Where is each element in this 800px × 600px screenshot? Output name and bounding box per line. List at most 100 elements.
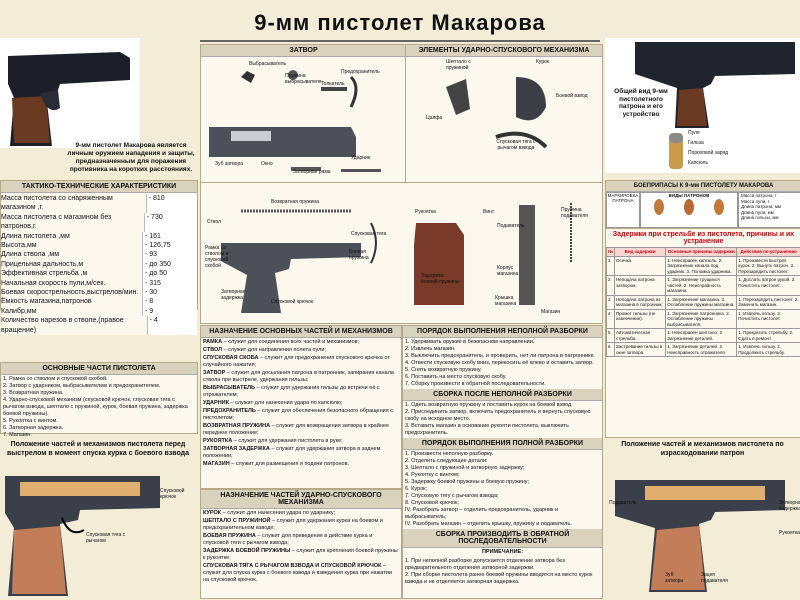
- label-follower: Подаватель: [497, 223, 525, 229]
- ammo-bullets-graphic: [654, 199, 724, 215]
- label-safety: Предохранитель: [341, 69, 380, 75]
- label-magazine: Магазин: [541, 309, 561, 315]
- label-cock: Боевой взвод: [556, 93, 588, 99]
- position-right-header: Положение частей и механизмов пистолета …: [621, 441, 784, 457]
- delay-cause: 1. Загрязнение трущихся частей. 2. Неисп…: [665, 275, 738, 296]
- label-powder: Пороховой заряд: [688, 150, 729, 156]
- assembly-step: 1. Одеть возвратную пружину и поставить …: [405, 402, 573, 408]
- specs-header: ТАКТИКО-ТЕХНИЧЕСКИЕ ХАРАКТЕРИСТИКИ: [1, 181, 197, 193]
- purpose-usm-item-term: ШЕПТАЛО С ПРУЖИНОЙ: [203, 518, 271, 524]
- purpose-main-item-term: ВЫБРАСЫВАТЕЛЬ: [203, 385, 255, 391]
- assembly-order-item: 1. При неполной разборке допускается отд…: [405, 558, 565, 571]
- label-primer: Капсюль: [688, 160, 709, 166]
- purpose-main-panel: НАЗНАЧЕНИЕ ОСНОВНЫХ ЧАСТЕЙ И МЕХАНИЗМОВ …: [200, 325, 402, 489]
- ammo-table-header: БОЕПРИПАСЫ К 9-мм ПИСТОЛЕТУ МАКАРОВА: [606, 181, 800, 192]
- partial-disassembly-header: ПОРЯДОК ВЫПОЛНЕНИЯ НЕПОЛНОЙ РАЗБОРКИ: [403, 326, 602, 338]
- main-parts-list: 1. Рамка со стволом и спусковой скобой.2…: [1, 375, 197, 440]
- pistol-left-image: [0, 38, 140, 148]
- main-part-item: 7. Магазин.: [3, 432, 32, 438]
- full-disassembly-list: 1. Произвести неполную разборку.2. Отдел…: [403, 450, 602, 529]
- delay-num: 2: [605, 275, 616, 296]
- delay-fix: 1. Произвести выстрел курок. 2. Вынуть п…: [736, 255, 800, 276]
- disassembly-step: 1. Удерживать оружие в безопасном направ…: [405, 339, 535, 345]
- spec-row: Калибр,мм- 9: [1, 306, 197, 317]
- partial-disassembly-list: 1. Удерживать оружие в безопасном направ…: [403, 338, 602, 389]
- purpose-main-item-term: ВОЗВРАТНАЯ ПРУЖИНА: [203, 423, 271, 429]
- full-disassembly-step: 6. Курок;: [405, 486, 428, 492]
- purpose-main-item-term: РУКОЯТКА: [203, 438, 233, 444]
- purpose-main-item-term: ЗАТВОР: [203, 370, 226, 376]
- purpose-main-item-text: – служит для удержания пистолета в руке;: [232, 438, 343, 444]
- delay-kind: Промет гильзы (не извлечение).: [614, 308, 667, 329]
- delays-panel: Задержки при стрельбе из пистолета, прич…: [605, 228, 800, 438]
- purpose-usm-item-text: – служат для спуска курка с боевого взво…: [203, 563, 392, 583]
- main-part-item: 6. Затворная задержка.: [3, 425, 64, 431]
- full-disassembly-header: ПОРЯДОК ВЫПОЛНЕНИЯ ПОЛНОЙ РАЗБОРКИ: [403, 438, 602, 450]
- specs-panel: ТАКТИКО-ТЕХНИЧЕСКИЕ ХАРАКТЕРИСТИКИ Масса…: [0, 180, 198, 336]
- purpose-main-list: РАМКА – служит для соединения всех часте…: [201, 338, 401, 470]
- delay-num: 6: [605, 342, 616, 357]
- spec-value: - 4: [146, 316, 197, 336]
- label-trigger-bar-lever: Спусковая тяга с рычагом взвода: [496, 139, 536, 151]
- purpose-usm-list: КУРОК – служит для нанесения удара по уд…: [201, 509, 401, 586]
- spec-value: - 161: [142, 231, 197, 242]
- disassembly-step: 5. Снять возвратную пружину.: [405, 367, 482, 373]
- label-trigger-part: Спусковой крючок: [271, 299, 314, 305]
- label-trigger-rod: Спусковая тяга: [351, 231, 387, 237]
- label-slide-stop: Затворная задержка: [221, 289, 246, 301]
- purpose-main-item-text: – служит для удержания гильзы до встречи…: [203, 385, 380, 398]
- ammo-types: ВИДЫ ПАТРОНОВ: [640, 192, 738, 228]
- disassembly-panel: ПОРЯДОК ВЫПОЛНЕНИЯ НЕПОЛНОЙ РАЗБОРКИ 1. …: [402, 325, 603, 599]
- label-firing-pin: Ударник: [351, 155, 371, 161]
- purpose-main-item: ВЫБРАСЫВАТЕЛЬ – служит для удержания гил…: [203, 385, 399, 399]
- purpose-main-item-term: ПРЕДОХРАНИТЕЛЬ: [203, 408, 256, 414]
- full-disassembly-step: IV. Разобрать затвор – отделить предохра…: [405, 507, 559, 520]
- label-screw: Винт: [483, 209, 495, 215]
- zatvor-diagram: [209, 70, 381, 172]
- ammo-table: МАРКИРОВКА ПАТРОНА ВИДЫ ПАТРОНОВ Масса п…: [606, 192, 800, 228]
- assembly-order-header: СБОРКА ПРОИЗВОДИТЬ В ОБРАТНОЙ ПОСЛЕДОВАТ…: [403, 529, 602, 548]
- partial-assembly-list: 1. Одеть возвратную пружину и поставить …: [403, 401, 602, 438]
- purpose-usm-panel: НАЗНАЧЕНИЕ ЧАСТЕЙ УДАРНО-СПУСКОВОГО МЕХА…: [200, 489, 402, 599]
- main-part-item: 2. Затвор с ударником, выбрасывателем и …: [3, 383, 161, 389]
- ammo-mass-label: Масса патрона, г: [741, 193, 777, 198]
- full-disassembly-step: 7. Спусковую тягу с рычагом взвода;: [405, 493, 499, 499]
- partial-assembly-header: СБОРКА ПОСЛЕ НЕПОЛНОЙ РАЗБОРКИ: [403, 389, 602, 401]
- spec-label: Эффективная стрельба ,м: [1, 270, 88, 278]
- spec-value: - 810: [145, 194, 197, 213]
- label-trunnion: Цапфа: [426, 115, 443, 121]
- purpose-usm-item: СПУСКОВАЯ ТЯГА С РЫЧАГОМ ВЗВОДА И СПУСКО…: [203, 563, 399, 584]
- page-title: 9-мм пистолет Макарова: [254, 10, 546, 35]
- spec-row: Длина пистолета ,мм- 161: [1, 231, 197, 242]
- label-slide-tooth: Зуб затвора: [215, 161, 244, 167]
- label-grip-right: Рукоятка: [779, 530, 800, 536]
- disassembly-step: 4. Отвести спусковую скобу вниз, перекос…: [405, 360, 594, 366]
- main-part-item: 4. Ударно-спусковой механизм (спусковой …: [3, 397, 188, 417]
- position-right-panel: Положение частей и механизмов пистолета …: [605, 440, 800, 600]
- spec-value: - до 350: [142, 259, 197, 270]
- delay-fix: 1. Извлечь гильзу. 2. Почистить пистолет…: [736, 308, 800, 329]
- purpose-main-item-text: – служит для возвращения затвора в крайн…: [203, 423, 389, 436]
- spec-value: - 8: [142, 297, 197, 307]
- label-frame: Рамка со стволом и спусковой скобой: [205, 245, 229, 269]
- spec-row: Начальная скорость пули,м/сек.- 315: [1, 278, 197, 289]
- main-part-item: 1. Рамка со стволом и спусковой скобой.: [3, 376, 108, 382]
- purpose-main-item: ЗАТВОР – служит для досылания патрона в …: [203, 370, 399, 384]
- purpose-main-item-term: РАМКА: [203, 339, 223, 345]
- purpose-usm-item-term: БОЕВАЯ ПРУЖИНА: [203, 533, 256, 539]
- disassembly-step: 2. Извлечь магазин.: [405, 346, 456, 352]
- label-ejector-spring: Пружина выбрасывателя: [285, 73, 322, 85]
- label-follower-catch: Зацеп подавателя: [701, 572, 728, 584]
- label-hammer: Курок: [536, 59, 550, 65]
- usm-header: ЭЛЕМЕНТЫ УДАРНО-СПУСКОВОГО МЕХАНИЗМА: [406, 45, 602, 57]
- purpose-main-item: ВОЗВРАТНАЯ ПРУЖИНА – служит для возвраще…: [203, 423, 399, 437]
- label-window: Окно: [261, 161, 273, 167]
- purpose-main-item: РАМКА – служит для соединения всех часте…: [203, 339, 399, 346]
- delay-kind: Неподача патрона затвором.: [614, 275, 667, 296]
- purpose-main-item-term: СПУСКОВАЯ СКОБА: [203, 355, 259, 361]
- full-disassembly-step: 3. Шептало с пружиной и затворную задерж…: [405, 465, 525, 471]
- usm-diagram: [446, 77, 548, 149]
